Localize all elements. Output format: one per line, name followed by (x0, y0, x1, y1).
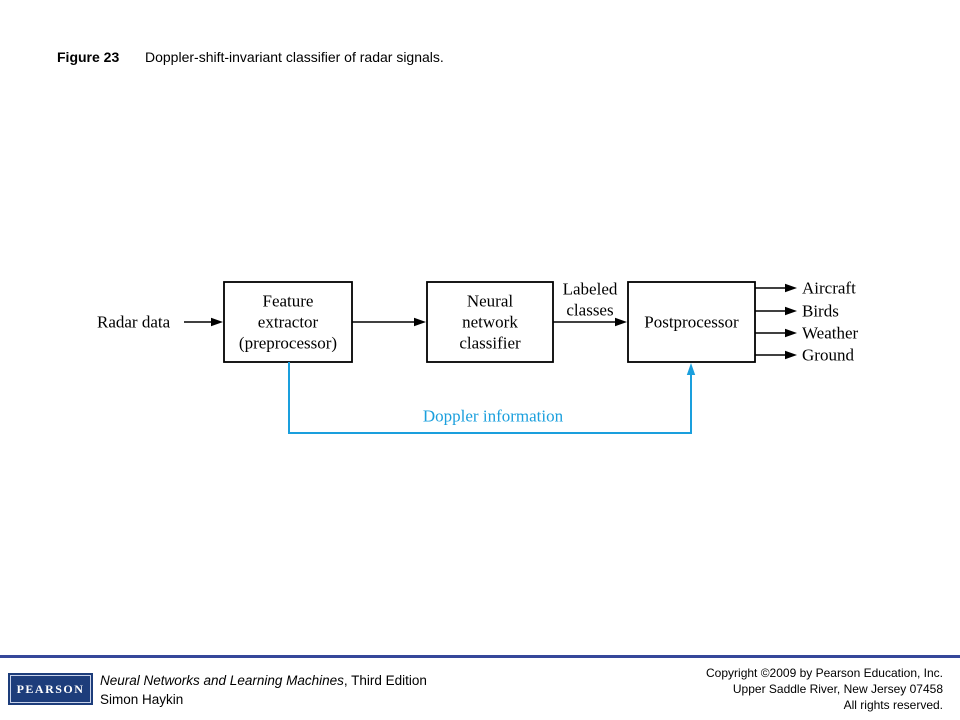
classifier-line-3: classifier (459, 334, 521, 353)
output-label-aircraft: Aircraft (802, 279, 856, 298)
feature-extractor-line-1: Feature (263, 292, 314, 311)
footer-rule (0, 655, 960, 658)
edge-label-line-2: classes (566, 301, 613, 320)
classifier-line-1: Neural (467, 292, 514, 311)
book-edition: , Third Edition (343, 673, 427, 688)
book-reference: Neural Networks and Learning Machines, T… (100, 672, 427, 689)
book-author: Simon Haykin (100, 692, 184, 707)
copyright-line-3: All rights reserved. (843, 698, 943, 712)
figure-caption: Doppler-shift-invariant classifier of ra… (145, 49, 444, 65)
output-label-birds: Birds (802, 302, 839, 321)
output-label-ground: Ground (802, 346, 854, 365)
figure-label: Figure 23 (57, 49, 120, 65)
doppler-information-label: Doppler information (423, 407, 564, 426)
feature-extractor-line-3: (preprocessor) (239, 334, 337, 353)
book-title: Neural Networks and Learning Machines (100, 673, 344, 688)
classifier-line-2: network (462, 313, 518, 332)
feature-extractor-line-2: extractor (258, 313, 319, 332)
output-label-weather: Weather (802, 324, 859, 343)
neural-network-classifier-block (426, 281, 554, 363)
edge-label-line-1: Labeled (563, 280, 618, 299)
pearson-logo: PEARSON (8, 673, 93, 705)
pearson-logo-text: PEARSON (16, 682, 85, 696)
input-label-radar-data: Radar data (97, 313, 171, 332)
postprocessor-block (627, 281, 756, 363)
copyright-line-1: Copyright ©2009 by Pearson Education, In… (706, 666, 943, 680)
doppler-feedback-path (288, 362, 696, 434)
postprocessor-label: Postprocessor (644, 313, 739, 332)
copyright-line-2: Upper Saddle River, New Jersey 07458 (732, 682, 943, 696)
